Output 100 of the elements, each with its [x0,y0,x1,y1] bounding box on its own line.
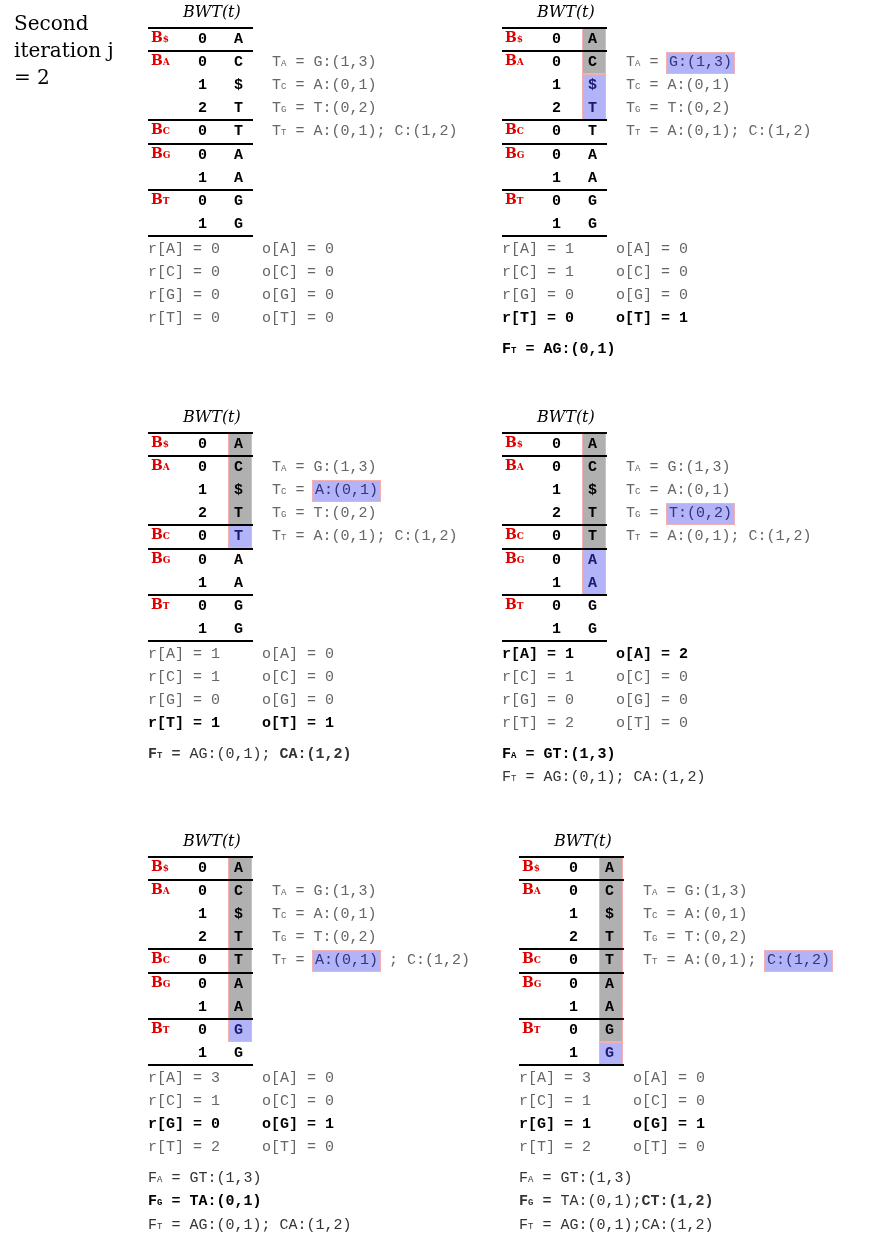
counter-value: r[C] = 1 [502,668,574,688]
row-number: 0 [552,458,561,479]
row-number: 0 [552,550,561,571]
bwt-character: T [234,951,243,972]
counter-value: o[C] = 0 [262,1092,334,1112]
counter-value: o[G] = 0 [616,691,688,712]
row-number: 0 [552,53,561,74]
counter-value: r[G] = 0 [148,286,220,307]
row-number: 0 [552,122,561,143]
counter-value: r[C] = 1 [519,1092,591,1112]
bwt-character: $ [234,76,243,97]
row-number: 0 [198,53,207,74]
row-number: 0 [198,882,207,903]
counter-value: o[T] = 0 [633,1138,705,1159]
bwt-character: A [588,550,597,571]
bwt-character: C [588,53,597,74]
counter-value: o[G] = 0 [616,286,688,307]
row-number: 1 [552,573,561,594]
counter-value: o[T] = 0 [616,714,688,735]
counter-value: o[T] = 0 [262,1138,334,1159]
bwt-character: A [234,145,243,166]
row-number: 0 [569,882,578,903]
bwt-character: G [588,596,597,617]
row-number: 0 [198,458,207,479]
counter-value: o[G] = 1 [262,1115,334,1136]
bwt-character: G [234,619,243,640]
row-number: 2 [569,928,578,949]
counter-value: r[G] = 1 [519,1115,591,1136]
counter-value: r[C] = 1 [148,668,220,688]
bwt-character: A [605,974,614,995]
bwt-character: T [588,122,597,143]
counter-value: r[G] = 0 [148,1115,220,1136]
row-number: 0 [198,951,207,972]
row-number: 1 [198,76,207,97]
row-number: 0 [198,191,207,212]
row-number: 2 [198,928,207,949]
table-heading: BWT(t) [554,831,612,851]
bwt-character: G [234,191,243,212]
counter-value: r[T] = 1 [148,714,220,735]
counter-value: o[T] = 0 [262,309,334,330]
row-number: 0 [552,435,561,455]
counter-value: r[C] = 1 [502,263,574,283]
highlighted-term: C:(1,2) [764,950,833,973]
row-number: 1 [552,481,561,502]
row-number: 0 [198,30,207,50]
highlighted-term: T:(0,2) [666,503,735,526]
table-heading: BWT(t) [537,407,595,427]
table-heading: BWT(t) [183,831,241,851]
bwt-character: G [234,596,243,617]
counter-value: r[T] = 0 [148,309,220,330]
row-number: 0 [569,951,578,972]
bwt-character: A [588,145,597,166]
bwt-character: A [588,168,597,189]
row-number: 0 [569,974,578,995]
counter-value: o[G] = 0 [262,691,334,712]
row-number: 0 [552,145,561,166]
counter-value: r[C] = 1 [148,1092,220,1112]
bwt-character: T [588,99,597,120]
row-number: 0 [198,550,207,571]
row-number: 1 [198,619,207,640]
counter-value: r[G] = 0 [148,691,220,712]
row-number: 0 [198,145,207,166]
counter-value: o[A] = 0 [616,239,688,260]
row-number: 1 [552,619,561,640]
row-number: 0 [198,1020,207,1041]
bwt-character: T [234,504,243,525]
row-number: 1 [552,168,561,189]
row-number: 0 [569,1020,578,1041]
counter-value: o[A] = 0 [262,239,334,260]
bwt-character: G [588,214,597,235]
counter-value: r[A] = 3 [148,1068,220,1089]
bwt-character: C [234,53,243,74]
counter-value: r[A] = 0 [148,239,220,260]
bwt-character: T [234,122,243,143]
counter-value: r[G] = 0 [502,286,574,307]
row-number: 1 [552,214,561,235]
row-number: 1 [198,1043,207,1064]
bwt-character: T [588,527,597,548]
counter-value: r[T] = 0 [502,309,574,330]
counter-value: r[A] = 3 [519,1068,591,1089]
bwt-character: C [234,882,243,903]
row-number: 0 [552,596,561,617]
row-number: 0 [198,596,207,617]
row-number: 1 [198,168,207,189]
bwt-character: T [234,99,243,120]
bwt-character: G [588,191,597,212]
bwt-character: G [588,619,597,640]
counter-value: o[C] = 0 [262,668,334,688]
bwt-character: A [234,997,243,1018]
counter-value: r[A] = 1 [502,239,574,260]
counter-value: r[T] = 2 [148,1138,220,1159]
highlighted-term: G:(1,3) [666,52,735,75]
bwt-character: T [605,928,614,949]
bwt-character: $ [234,905,243,926]
bwt-character: G [605,1043,614,1064]
counter-value: r[T] = 2 [519,1138,591,1159]
row-number: 2 [552,99,561,120]
row-number: 0 [552,30,561,50]
counter-value: o[G] = 0 [262,286,334,307]
bwt-character: A [605,859,614,879]
